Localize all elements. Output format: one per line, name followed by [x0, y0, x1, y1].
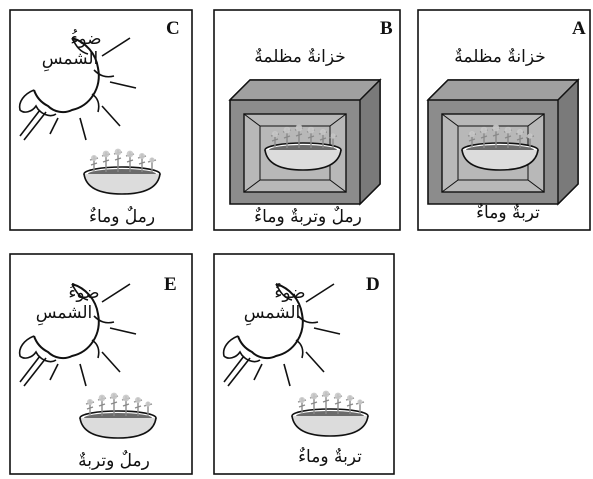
sun-label-line1: ضوءُ [70, 29, 101, 49]
panel-a-caption: تربةٌ وماءٌ [476, 203, 540, 223]
panel-a-letter: A [572, 18, 586, 39]
dark-cabinet-icon [427, 79, 579, 205]
panel-e-letter: E [164, 274, 177, 295]
panel-c-caption: رملٌ وماءٌ [89, 206, 155, 227]
sun-label-line2: الشمسِ [42, 49, 99, 72]
dark-cabinet-icon [229, 79, 381, 205]
panel-e: E ضوءُ الشمسِ رملٌ وتربةٌ [9, 253, 193, 475]
cabinet-label: خزانةٌ مظلمةٌ [254, 47, 345, 67]
panel-d-frame [213, 253, 395, 475]
sun-label-line2: الشمسِ [36, 303, 93, 326]
panel-b-letter: B [380, 18, 393, 39]
panel-c-letter: C [166, 18, 180, 39]
panel-d: D ضوءُ الشمسِ تربةٌ وماءٌ [213, 253, 395, 475]
cabinet-label: خزانةٌ مظلمةٌ [454, 47, 545, 67]
sun-label-line1: ضوءُ [274, 283, 305, 303]
panel-b-caption: رملٌ وتربةٌ وماءٌ [254, 206, 362, 227]
panel-e-caption: رملٌ وتربةٌ [78, 450, 150, 471]
panel-a: A خزانةٌ مظلمةٌ تربةٌ وماءٌ [417, 9, 591, 231]
panel-c: C ضوءُ الشمسِ رملٌ وماءٌ [9, 9, 193, 231]
panel-b: B خزانةٌ مظلمةٌ رملٌ وتربةٌ وماءٌ [213, 9, 401, 231]
panel-d-caption: تربةٌ وماءٌ [298, 447, 362, 467]
sun-label-line2: الشمسِ [244, 303, 301, 326]
sun-label-line1: ضوءُ [68, 283, 99, 303]
panel-d-letter: D [366, 274, 380, 295]
